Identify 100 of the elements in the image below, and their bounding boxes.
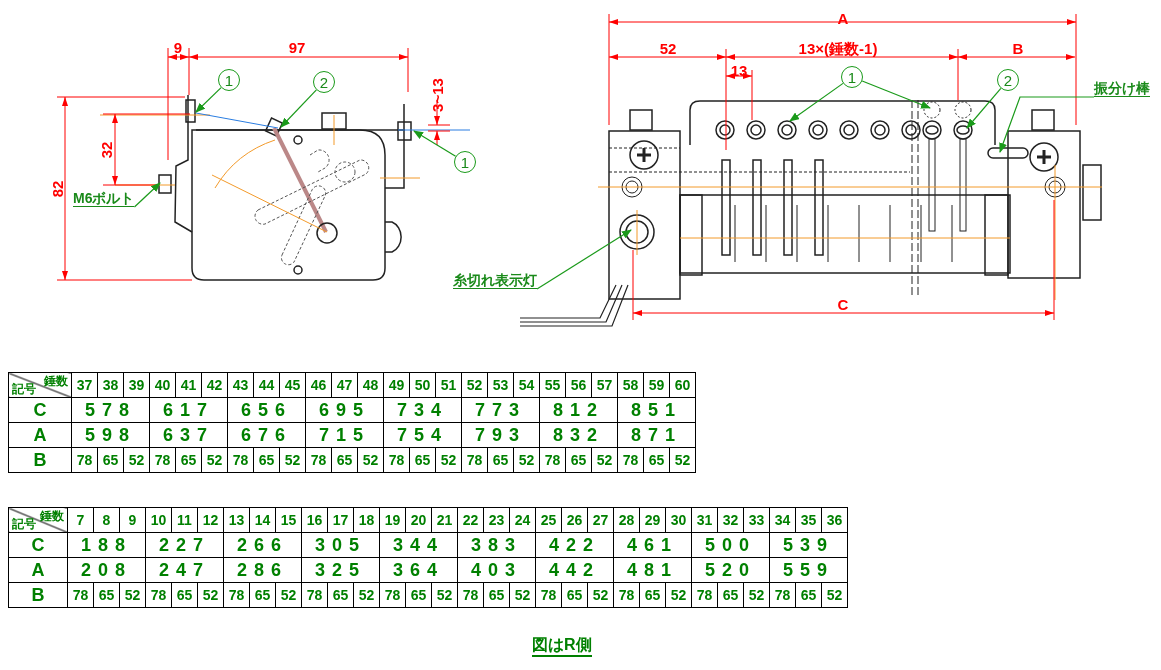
table-cell: 65 bbox=[93, 582, 120, 608]
table-cell: 35 bbox=[795, 507, 822, 533]
table-cell: 65 bbox=[405, 582, 432, 608]
leader-line bbox=[861, 80, 931, 109]
table-cell: 442 bbox=[535, 557, 614, 583]
table-cell: 27 bbox=[587, 507, 614, 533]
table-cell: 65 bbox=[249, 582, 276, 608]
table-cell: 559 bbox=[769, 557, 848, 583]
callout-label: 振分け棒 bbox=[1094, 81, 1150, 97]
table-cell: A bbox=[8, 422, 72, 448]
table-cell: 50 bbox=[409, 372, 436, 398]
table-cell: 36 bbox=[821, 507, 848, 533]
table-cell: 78 bbox=[145, 582, 172, 608]
table-cell: 78 bbox=[383, 447, 410, 473]
leader-line bbox=[536, 229, 632, 290]
table-cell: 31 bbox=[691, 507, 718, 533]
row-header: 記号 bbox=[12, 383, 36, 395]
table-cell: 51 bbox=[435, 372, 462, 398]
table-cell: 52 bbox=[431, 582, 458, 608]
table-cell: 78 bbox=[227, 447, 254, 473]
table-cell: 47 bbox=[331, 372, 358, 398]
dimension-text: 9 bbox=[173, 39, 183, 55]
table-cell: 21 bbox=[431, 507, 458, 533]
table-cell: 851 bbox=[617, 397, 696, 423]
table-cell: 24 bbox=[509, 507, 536, 533]
table-cell: 12 bbox=[197, 507, 224, 533]
table-cell: 78 bbox=[379, 582, 406, 608]
table-cell: 812 bbox=[539, 397, 618, 423]
table-cell: 32 bbox=[717, 507, 744, 533]
table-cell: 65 bbox=[795, 582, 822, 608]
table-cell: 49 bbox=[383, 372, 410, 398]
callout-number: 1 bbox=[841, 66, 863, 88]
table-cell: 461 bbox=[613, 532, 692, 558]
table-cell: 773 bbox=[461, 397, 540, 423]
table-cell: 33 bbox=[743, 507, 770, 533]
dimension-text: A bbox=[837, 10, 849, 26]
table-cell: 52 bbox=[513, 447, 540, 473]
table-cell: 18 bbox=[353, 507, 380, 533]
table-cell: 16 bbox=[301, 507, 328, 533]
table-cell: 65 bbox=[643, 447, 670, 473]
table-cell: 52 bbox=[591, 447, 618, 473]
table-cell: 539 bbox=[769, 532, 848, 558]
table-cell: 52 bbox=[197, 582, 224, 608]
callout-label: 糸切れ表示灯 bbox=[453, 273, 537, 289]
table-cell: 20 bbox=[405, 507, 432, 533]
table-cell: 23 bbox=[483, 507, 510, 533]
dimension-text: C bbox=[837, 296, 849, 312]
table-cell: 65 bbox=[561, 582, 588, 608]
table-cell: 227 bbox=[145, 532, 224, 558]
table-cell: 52 bbox=[509, 582, 536, 608]
dimension-text: 13×(錘数-1) bbox=[798, 40, 878, 56]
leader-line bbox=[280, 89, 317, 128]
table-cell: 65 bbox=[565, 447, 592, 473]
column-header: 錘数 bbox=[44, 375, 68, 387]
callout-number: 1 bbox=[218, 69, 240, 91]
table-cell: 637 bbox=[149, 422, 228, 448]
dimension-text: 82 bbox=[49, 180, 65, 198]
table-cell: 57 bbox=[591, 372, 618, 398]
table-cell: 78 bbox=[461, 447, 488, 473]
table-cell: 52 bbox=[821, 582, 848, 608]
table-cell: 52 bbox=[353, 582, 380, 608]
table-cell: 52 bbox=[201, 447, 228, 473]
table-cell: 78 bbox=[149, 447, 176, 473]
callout-number: 2 bbox=[997, 69, 1019, 91]
table-cell: 403 bbox=[457, 557, 536, 583]
callout-label: M6ボルト bbox=[73, 191, 135, 207]
table-cell: 52 bbox=[587, 582, 614, 608]
table-cell: 34 bbox=[769, 507, 796, 533]
table-cell: 22 bbox=[457, 507, 484, 533]
table-cell: 46 bbox=[305, 372, 332, 398]
table-cell: 364 bbox=[379, 557, 458, 583]
table-cell: 52 bbox=[123, 447, 150, 473]
table-cell: 78 bbox=[67, 582, 94, 608]
table-cell: 78 bbox=[71, 447, 98, 473]
table-cell: 500 bbox=[691, 532, 770, 558]
table-cell: 52 bbox=[435, 447, 462, 473]
table-cell: 58 bbox=[617, 372, 644, 398]
table-cell: 17 bbox=[327, 507, 354, 533]
table-cell: 15 bbox=[275, 507, 302, 533]
table-cell: 37 bbox=[71, 372, 98, 398]
dimension-text: 97 bbox=[288, 39, 306, 55]
table-cell: 481 bbox=[613, 557, 692, 583]
table-cell: 53 bbox=[487, 372, 514, 398]
table-cell: C bbox=[8, 397, 72, 423]
table-cell: 52 bbox=[665, 582, 692, 608]
table-cell: 871 bbox=[617, 422, 696, 448]
table-cell: 65 bbox=[487, 447, 514, 473]
table-cell: C bbox=[8, 532, 68, 558]
table-cell: 56 bbox=[565, 372, 592, 398]
table-cell: 8 bbox=[93, 507, 120, 533]
table-cell: 65 bbox=[97, 447, 124, 473]
table-cell: 29 bbox=[639, 507, 666, 533]
table-cell: 45 bbox=[279, 372, 306, 398]
callout-number: 2 bbox=[313, 71, 335, 93]
table-cell: 65 bbox=[717, 582, 744, 608]
table-cell: 13 bbox=[223, 507, 250, 533]
table-cell: 832 bbox=[539, 422, 618, 448]
table-cell: 344 bbox=[379, 532, 458, 558]
table-cell: A bbox=[8, 557, 68, 583]
table-cell: 40 bbox=[149, 372, 176, 398]
